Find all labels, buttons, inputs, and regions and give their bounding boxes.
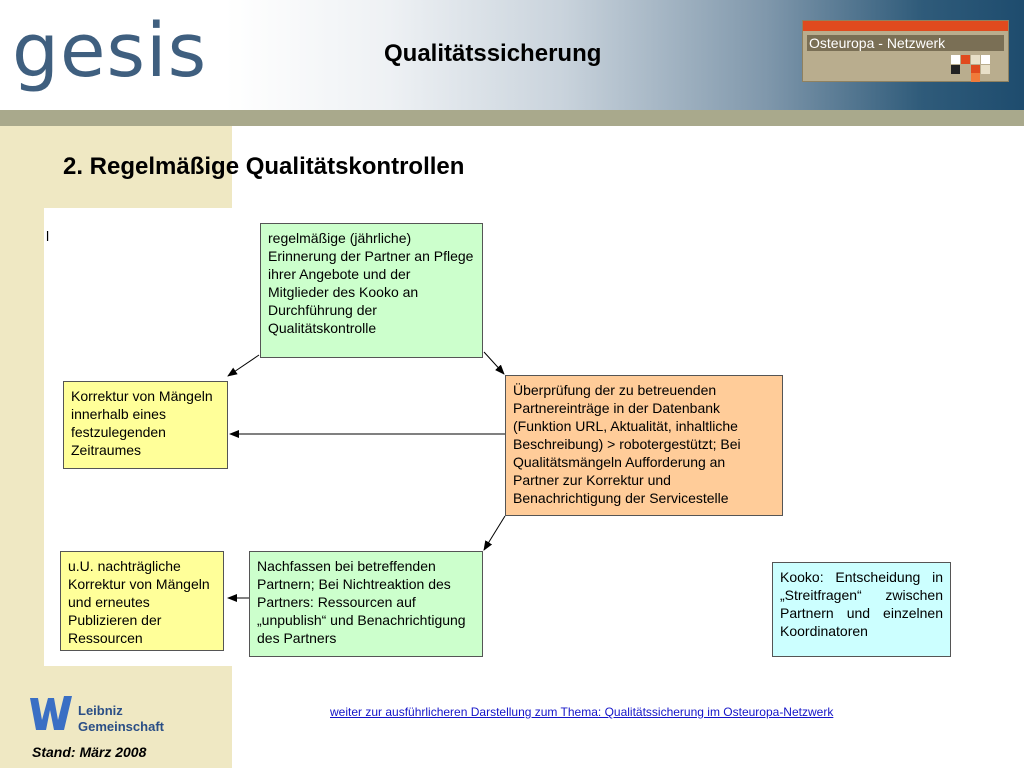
- osteuropa-netzwerk-logo: Osteuropa - Netzwerk: [802, 20, 1009, 82]
- leibniz-label-line2: Gemeinschaft: [78, 719, 164, 734]
- header-divider-band: [0, 110, 1024, 126]
- logo-red-stripe: [803, 21, 1008, 31]
- stray-marker: l: [46, 228, 50, 244]
- reminder-box: regelmäßige (jährliche) Erinnerung der P…: [260, 223, 483, 358]
- gesis-logo: gesis: [12, 8, 208, 94]
- logo-text: Osteuropa - Netzwerk: [807, 35, 1004, 51]
- logo-square: [971, 55, 980, 64]
- correction-box: Korrektur von Mängeln innerhalb eines fe…: [63, 381, 228, 469]
- kooko-note-box: Kooko: Entscheidung in „Streitfragen“ zw…: [772, 562, 951, 657]
- stand-date: Stand: März 2008: [32, 744, 147, 760]
- logo-square: [951, 55, 960, 64]
- leibniz-logo-icon: [30, 696, 72, 730]
- logo-square: [971, 65, 980, 74]
- leibniz-label-line1: Leibniz: [78, 703, 123, 718]
- logo-square: [981, 65, 990, 74]
- logo-square: [971, 73, 980, 82]
- page-title: 2. Regelmäßige Qualitätskontrollen: [63, 153, 465, 180]
- arrow-reminder-to-review: [483, 351, 505, 375]
- followup-box: Nachfassen bei betreffenden Partnern; Be…: [249, 551, 483, 657]
- review-box: Überprüfung der zu betreuenden Partnerei…: [505, 375, 783, 516]
- header-title: Qualitätssicherung: [384, 40, 602, 67]
- logo-square: [951, 65, 960, 74]
- arrow-review-to-followup: [483, 515, 506, 551]
- arrow-reminder-to-correction: [227, 354, 260, 377]
- details-link[interactable]: weiter zur ausführlicheren Darstellung z…: [330, 705, 834, 719]
- logo-square: [961, 55, 970, 64]
- logo-square: [981, 55, 990, 64]
- late-correction-box: u.U. nachträgliche Korrektur von Mängeln…: [60, 551, 224, 651]
